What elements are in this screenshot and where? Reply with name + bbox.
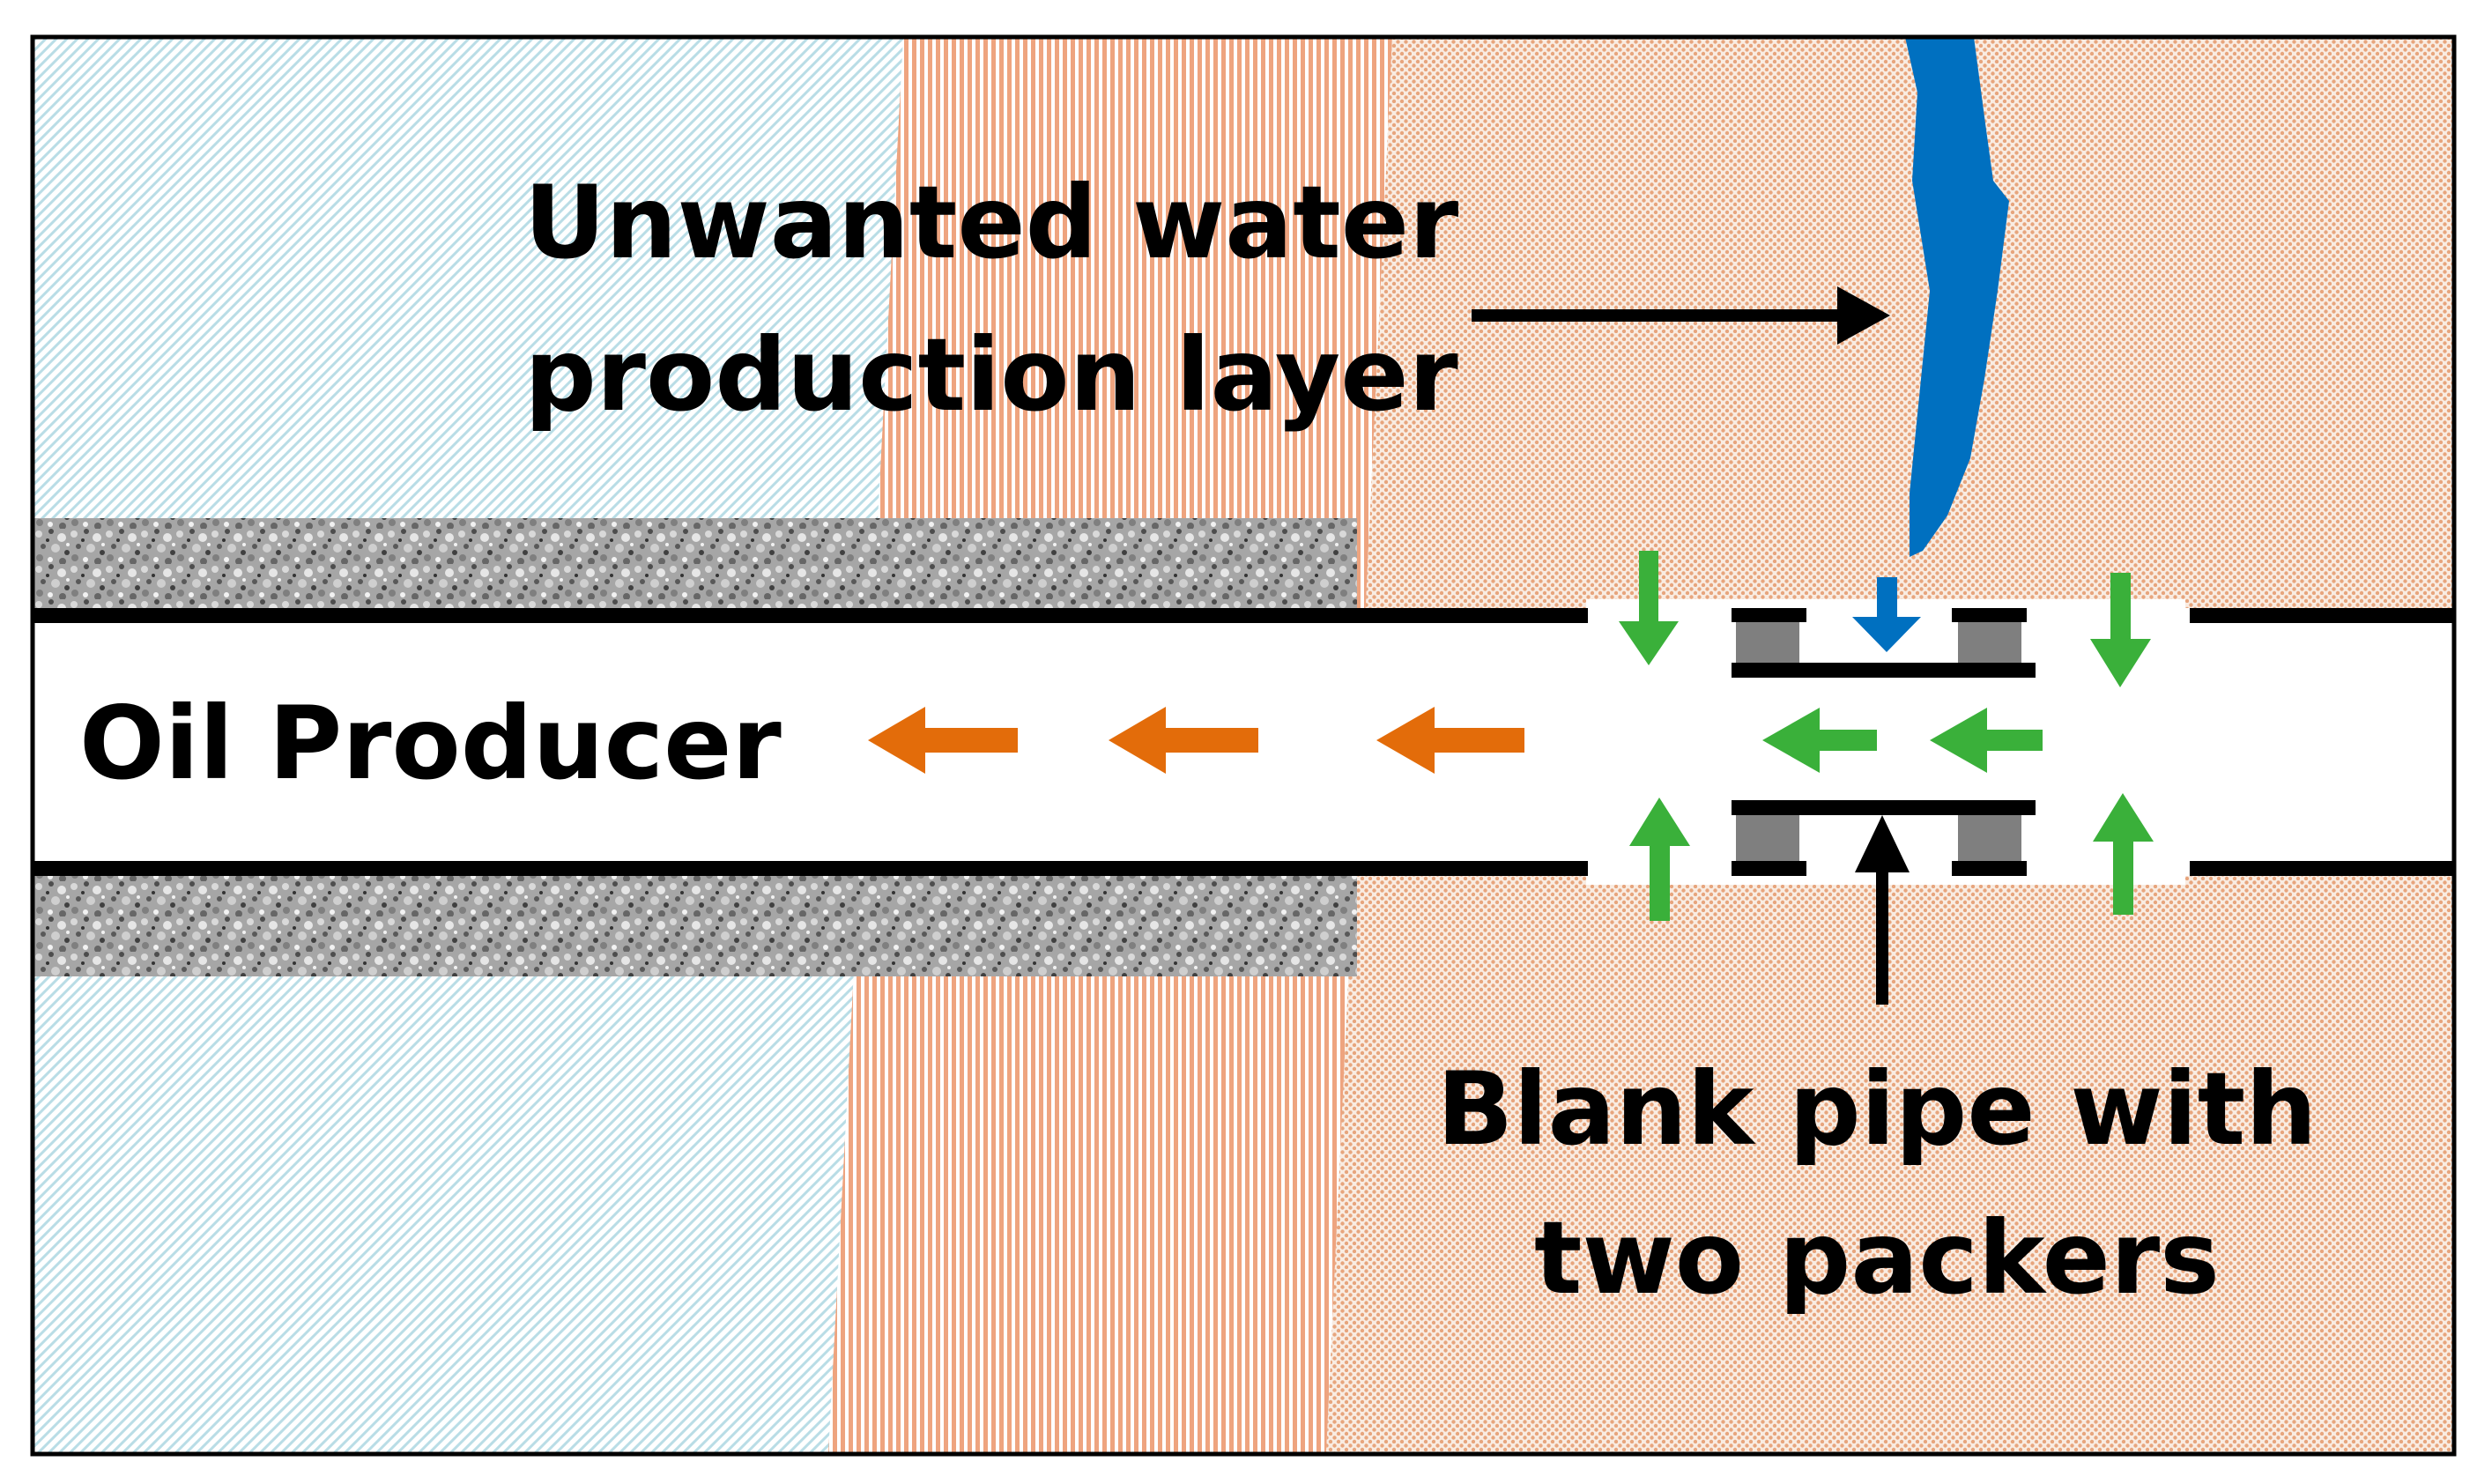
- water-channel-icon: [1905, 37, 2009, 557]
- down-arrow-icon: [2090, 573, 2151, 687]
- left-arrow-icon: [1109, 707, 1258, 774]
- reservoir-inflow-arrows: [1619, 551, 2154, 921]
- left-arrow-icon: [1376, 707, 1524, 774]
- packer-cap-upper-left: [1732, 608, 1806, 622]
- casing-wall-top-right: [2190, 608, 2454, 623]
- left-arrow-icon: [1762, 708, 1877, 773]
- blank-pipe-pointer-shaft: [1876, 868, 1888, 1005]
- annotation-arrows: [1472, 286, 1910, 1005]
- water-layer-pointer-head: [1837, 286, 1890, 345]
- blank-pipe-assembly: [1732, 608, 2036, 876]
- casing-wall-bottom-right: [2190, 861, 2454, 876]
- packer-cap-lower-right: [1952, 861, 2027, 876]
- oil-producer-label: Oil Producer: [79, 685, 782, 802]
- cement-upper: [33, 518, 1357, 608]
- blank-pipe-label-line1: Blank pipe with: [1437, 1050, 2318, 1168]
- blank-pipe-label-line2: two packers: [1534, 1199, 2220, 1317]
- up-arrow-icon: [2093, 793, 2154, 915]
- packer-cap-upper-right: [1952, 608, 2027, 622]
- left-arrow-icon: [868, 707, 1018, 774]
- water-inflow-arrow: [1852, 577, 1921, 652]
- packer-cap-lower-left: [1732, 861, 1806, 876]
- water-layer-pointer-shaft: [1472, 309, 1842, 322]
- diagram-frame: [30, 34, 2457, 1457]
- casing-walls: [33, 608, 2454, 876]
- packer-block-icon: [1736, 622, 1799, 663]
- casing-wall-bottom-left: [33, 861, 1588, 876]
- water-layer-label-line1: Unwanted water: [524, 164, 1459, 281]
- water-layer-label-line2: production layer: [524, 316, 1458, 434]
- blank-pipe-top-wall: [1732, 663, 2036, 678]
- cement-lower: [33, 876, 1357, 976]
- packer-block-icon: [1736, 815, 1799, 861]
- up-arrow-icon: [1629, 798, 1690, 921]
- down-arrow-icon: [1619, 551, 1679, 665]
- blank-pipe-bottom-wall: [1732, 800, 2036, 815]
- casing-wall-top-left: [33, 608, 1588, 623]
- blank-pipe-pointer-head: [1855, 815, 1910, 872]
- packer-block-icon: [1958, 815, 2021, 861]
- oil-flow-arrows: [868, 707, 1524, 774]
- packer-block-icon: [1958, 622, 2021, 663]
- left-arrow-icon: [1930, 708, 2043, 773]
